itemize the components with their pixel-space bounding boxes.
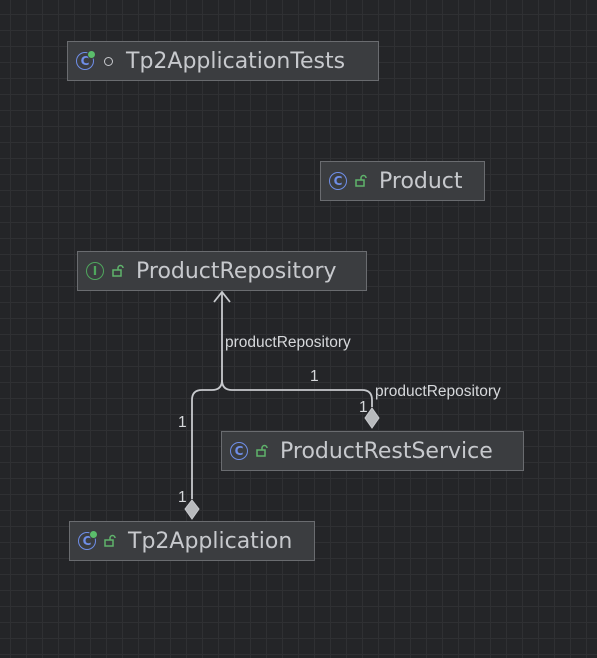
class-icon: C — [329, 172, 347, 190]
diamond-service — [364, 407, 380, 429]
test-class-icon: C — [76, 50, 96, 70]
edge-application-to-repository[interactable] — [191, 379, 223, 499]
interface-icon: I — [86, 262, 104, 280]
node-name: Tp2Application — [128, 528, 293, 554]
node-tp2-application[interactable]: C Tp2Application — [69, 521, 315, 561]
edge-service-to-repository[interactable] — [221, 293, 373, 407]
runnable-class-icon: C — [78, 530, 98, 550]
edge-multiplicity-target: 1 — [310, 368, 319, 385]
class-icon: C — [230, 442, 248, 460]
node-name: ProductRestService — [280, 438, 493, 464]
public-icon — [110, 263, 126, 279]
public-icon — [353, 173, 369, 189]
node-product[interactable]: C Product — [320, 161, 485, 201]
edge-multiplicity-service: 1 — [359, 399, 368, 416]
public-icon — [102, 533, 118, 549]
node-product-rest-service[interactable]: C ProductRestService — [221, 431, 524, 471]
edge-multiplicity-application: 1 — [178, 489, 187, 506]
diamond-application — [184, 499, 200, 520]
node-name: Tp2ApplicationTests — [126, 48, 346, 74]
package-private-icon — [100, 53, 116, 69]
edge-label-service-end: productRepository — [375, 383, 501, 400]
node-tp2-application-tests[interactable]: C Tp2ApplicationTests — [67, 41, 379, 81]
arrowhead-repository — [213, 290, 231, 303]
node-name: Product — [379, 168, 463, 194]
node-name: ProductRepository — [136, 258, 337, 284]
public-icon — [254, 443, 270, 459]
node-product-repository[interactable]: I ProductRepository — [77, 251, 367, 291]
edge-multiplicity-target-app: 1 — [178, 414, 187, 431]
edge-label-repository-end: productRepository — [225, 334, 351, 351]
